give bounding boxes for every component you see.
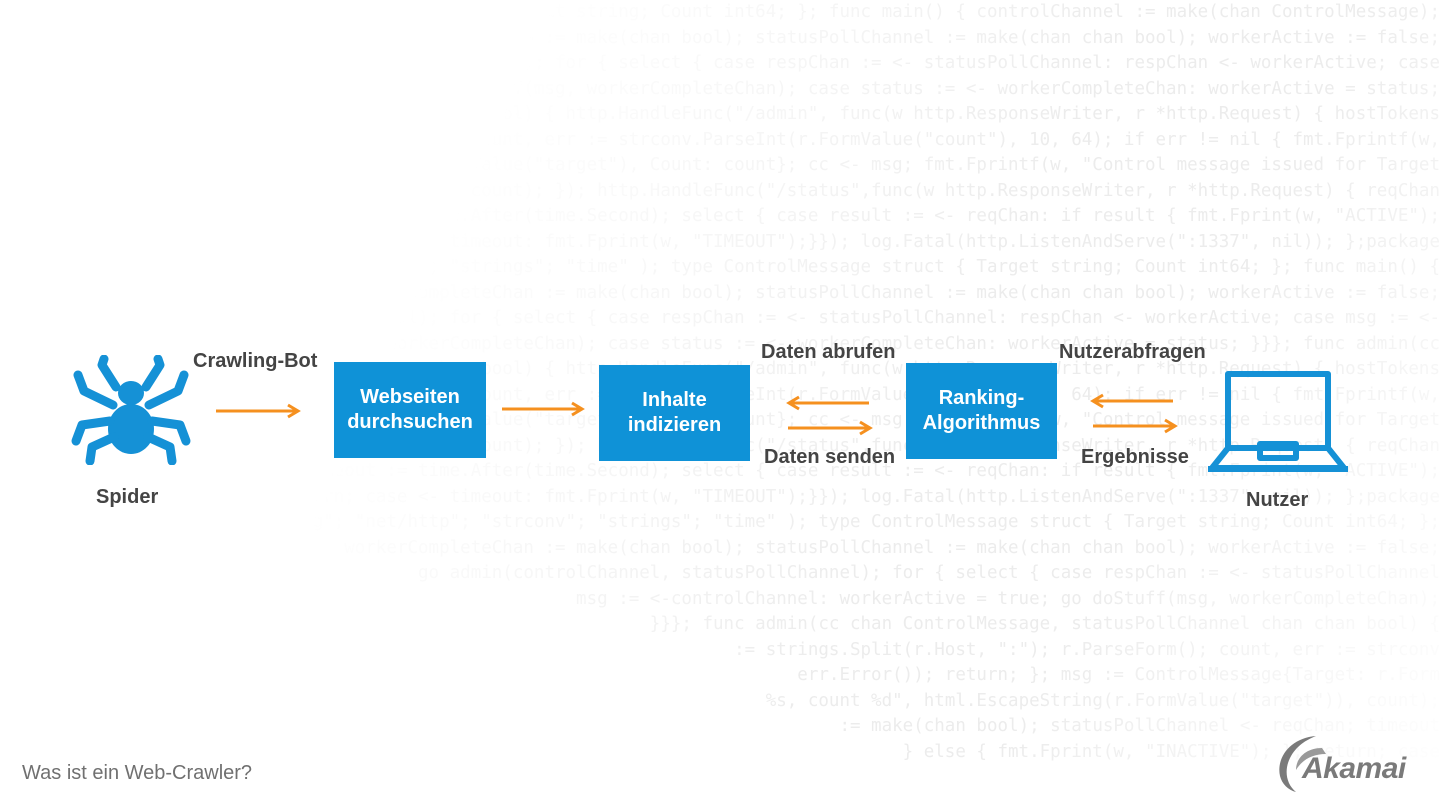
spider-icon [71, 355, 191, 465]
akamai-swoosh-icon [1279, 736, 1326, 792]
edge-label-daten-senden: Daten senden [764, 446, 896, 468]
background-code-line: } else { fmt.Fprint(w, "INACTIVE"); }; r… [0, 231, 1440, 252]
arrow-nutzerabfragen [1093, 418, 1178, 434]
user-label: Nutzer [1246, 489, 1309, 511]
step-ranking-line1: Ranking- [938, 387, 1025, 409]
background-code-line: main; import ( "fmt"; "html"; "log"; "ne… [0, 257, 1440, 277]
spider-label: Spider [96, 486, 159, 508]
crawling-bot-label: Crawling-Bot [193, 350, 318, 372]
background-code-line: go admin(controlChannel, statusPollChann… [80, 53, 1440, 73]
step-webseiten-line1: Webseiten [360, 386, 460, 408]
background-code-line: %s, count %d", html.EscapeString(r.FormV… [0, 180, 1440, 201]
step-inhalte-indizieren: Inhalte indizieren [599, 365, 750, 461]
background-code-line: msg := <-controlChannel: workerActive = … [0, 78, 1440, 99]
background-code-line: err.Error()); return; }; msg := ControlM… [0, 155, 1440, 175]
akamai-logo-text: Akamai [1302, 752, 1406, 785]
step-webseiten-line2: durchsuchen [347, 411, 473, 433]
background-code-line: %s, count %d", html.EscapeString(r.FormV… [765, 690, 1440, 711]
step-ranking-algorithmus: Ranking- Algorithmus [906, 363, 1057, 459]
edge-label-nutzerabfragen: Nutzerabfragen [1059, 341, 1206, 363]
arrow-spider-to-webseiten [216, 403, 301, 419]
background-code-line: } else { fmt.Fprint(w, "INACTIVE"); }; r… [0, 486, 1440, 507]
step-ranking-line2: Algorithmus [922, 412, 1041, 434]
step-indizieren-line2: indizieren [627, 414, 722, 436]
arrow-ergebnisse [1090, 393, 1173, 409]
background-code-line: msg := <-controlChannel: workerActive = … [576, 588, 1440, 609]
edge-label-ergebnisse: Ergebnisse [1081, 446, 1189, 468]
background-code-line: := make(chan bool); statusPollChannel <-… [0, 206, 1440, 226]
edge-label-daten-abrufen: Daten abrufen [761, 341, 896, 363]
arrow-daten-abrufen [786, 395, 869, 411]
background-code-line: ControlMessage struct { Target string; C… [249, 2, 1440, 22]
background-code-line: }}}; func admin(cc chan ControlMessage, … [0, 104, 1440, 124]
background-code-line: := strings.Split(r.Host, ":"); r.ParseFo… [734, 639, 1440, 660]
background-code-line: workerCompleteChan := make(chan bool); s… [344, 537, 1440, 558]
arrow-daten-senden [788, 420, 873, 436]
background-code-line: workerCompleteChan := make(chan bool); s… [344, 27, 1440, 48]
step-indizieren-line1: Inhalte [642, 389, 707, 411]
background-code-line: go admin(controlChannel, statusPollChann… [418, 563, 1440, 583]
background-code-line: go admin(controlChannel, statusPollChann… [0, 308, 1440, 328]
background-code-line: }}}; func admin(cc chan ControlMessage, … [649, 614, 1440, 634]
background-code-line: err.Error()); return; }; msg := ControlM… [797, 665, 1440, 685]
arrow-webseiten-to-indizieren [502, 401, 585, 417]
step-webseiten-durchsuchen: Webseiten durchsuchen [334, 362, 486, 458]
footer-caption: Was ist ein Web-Crawler? [22, 762, 253, 784]
background-code-line: := strings.Split(r.Host, ":"); r.ParseFo… [0, 129, 1440, 150]
background-code-line: main; import ( "fmt"; "html"; "log"; "ne… [0, 512, 1440, 532]
laptop-icon [1208, 371, 1348, 472]
akamai-logo: Akamai [1272, 730, 1422, 794]
background-code-line: controlChannel := make(chan ControlMessa… [0, 282, 1440, 303]
